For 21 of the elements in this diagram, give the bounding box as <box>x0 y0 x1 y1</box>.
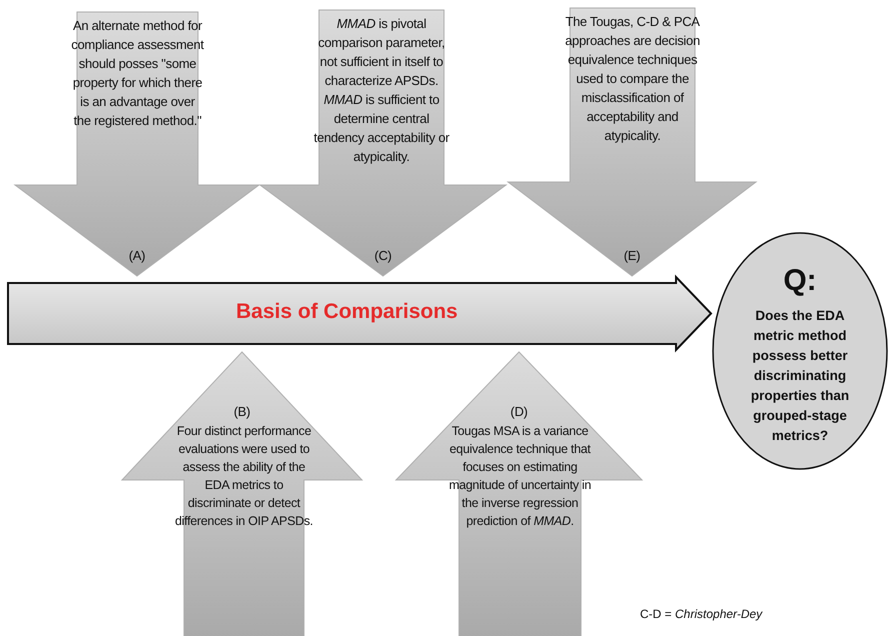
up-arrow-shape <box>122 352 362 636</box>
arrow-text: Four distinct performance evaluations were used to assess the ability of the EDA metrics to discriminate or detect differences in OIP APSDs. <box>174 423 314 530</box>
up-arrow-shape <box>396 352 642 636</box>
arrow-letter: (B) <box>232 404 252 420</box>
question-mark-heading: Q: <box>782 264 818 298</box>
arrow-title: Basis of Comparisons <box>236 300 458 324</box>
main-arrow-shape <box>8 277 711 350</box>
arrow-text: Tougas MSA is a variance equivalence technique that focuses on estimating magnitude of uncertainty in the inverse regression prediction of MMAD. <box>448 423 592 530</box>
arrow-text: The Tougas, C-D & PCA approaches are decision equivalence techniques used to compare the misclassification of acceptability and atypicality. <box>564 13 701 145</box>
arrow-text: An alternate method for compliance assessment should posses "some property for which there is an advantage over the registered method." <box>70 17 205 130</box>
arrow-letter: (A) <box>128 248 146 264</box>
question-text: Does the EDA metric method possess better discriminating properties than grouped-stage metrics? <box>750 307 850 445</box>
question-ellipse <box>712 232 888 470</box>
abbreviation-note: C-D = Christopher-Dey <box>640 607 762 621</box>
arrow-letter: (D) <box>509 404 529 420</box>
down-arrow-shape <box>260 10 506 276</box>
arrow-letter: (E) <box>622 248 642 264</box>
arrow-letter: (C) <box>373 248 393 264</box>
arrow-text: MMAD is pivotal comparison parameter, not sufficient in itself to characterize APSDs. MMAD is sufficient to determine central tendency acceptability or atypicality. <box>312 15 450 166</box>
down-arrow-shape <box>508 8 756 276</box>
down-arrow-shape <box>15 12 259 276</box>
